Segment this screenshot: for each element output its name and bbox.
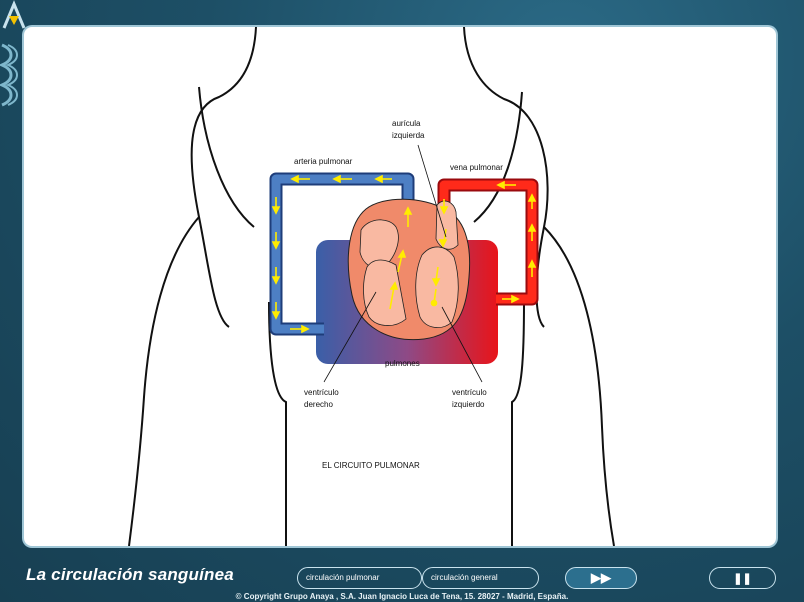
- copyright-text: © Copyright Grupo Anaya , S.A. Juan Igna…: [235, 592, 569, 601]
- fast-forward-button[interactable]: ▶▶: [565, 567, 637, 589]
- label-auricula-1: aurícula: [392, 119, 421, 128]
- body-outline: [128, 27, 615, 546]
- leader-lines: [323, 144, 483, 383]
- circulation-diagram: arteria pulmonar aurícula izquierda vena…: [128, 27, 615, 546]
- label-pulmones: pulmones: [385, 359, 420, 368]
- pause-icon: ❚❚: [733, 572, 752, 585]
- fast-forward-icon: ▶▶: [591, 570, 611, 585]
- logo-icon: [0, 0, 26, 107]
- label-ventriculo-derecho-2: derecho: [304, 400, 333, 409]
- label-vena-pulmonar: vena pulmonar: [450, 163, 503, 172]
- label-ventriculo-derecho-1: ventrículo: [304, 388, 339, 397]
- heart: [347, 198, 471, 341]
- circulacion-general-button[interactable]: circulación general: [422, 567, 539, 589]
- flow-arrows: [271, 174, 537, 334]
- diagram-stage: arteria pulmonar aurícula izquierda vena…: [24, 27, 776, 546]
- label-ventriculo-izquierdo-2: izquierdo: [452, 400, 485, 409]
- circuit-title: EL CIRCUITO PULMONAR: [322, 461, 420, 470]
- pause-button[interactable]: ❚❚: [709, 567, 776, 589]
- label-ventriculo-izquierdo-1: ventrículo: [452, 388, 487, 397]
- label-arteria-pulmonar: arteria pulmonar: [294, 157, 353, 166]
- app-title: La circulación sanguínea: [26, 565, 234, 584]
- label-auricula-2: izquierda: [392, 131, 425, 140]
- circulacion-pulmonar-button[interactable]: circulación pulmonar: [297, 567, 422, 589]
